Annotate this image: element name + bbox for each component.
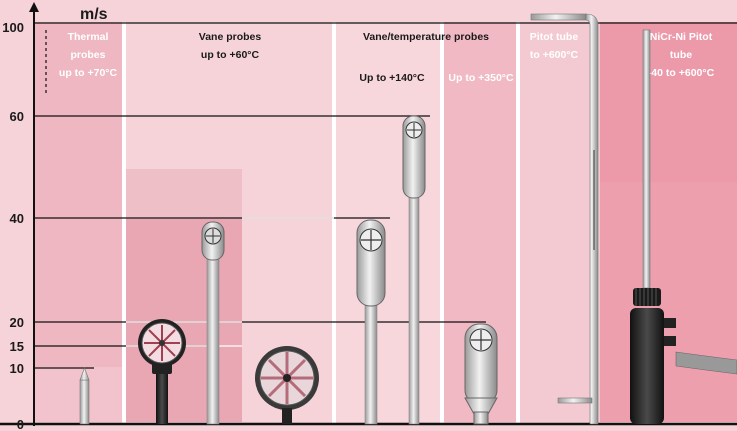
header-pitot-2: to +600°C bbox=[530, 49, 579, 61]
vane-temp-probe-tall-illustration bbox=[402, 115, 426, 425]
tick-15: 15 bbox=[10, 339, 24, 354]
header-vane-1: Vane probes bbox=[199, 31, 262, 43]
vane-temp-probe-140-illustration bbox=[356, 219, 386, 425]
vane-probe-telescopic-illustration bbox=[201, 221, 225, 425]
header-vane-temp-350: Up to +350°C bbox=[448, 72, 514, 84]
tick-10: 10 bbox=[10, 361, 24, 376]
header-vane-temp: Vane/temperature probes bbox=[363, 31, 489, 43]
tick-labels: 0 10 15 20 40 60 100 bbox=[2, 20, 24, 431]
tick-0: 0 bbox=[17, 417, 24, 431]
header-nicr-3: -40 to +600°C bbox=[648, 67, 715, 79]
header-nicr-2: tube bbox=[670, 49, 692, 61]
header-vane-temp-140: Up to +140°C bbox=[359, 72, 425, 84]
column-separators bbox=[122, 22, 520, 424]
thermal-probe-illustration bbox=[79, 367, 90, 425]
vane-temp-probe-350-illustration bbox=[464, 323, 498, 425]
band-vane-temp-140 bbox=[336, 22, 440, 422]
tick-40: 40 bbox=[10, 211, 24, 226]
header-nicr-1: NiCr-Ni Pitot bbox=[650, 31, 713, 43]
y-axis-arrow bbox=[29, 2, 39, 12]
tick-20: 20 bbox=[10, 315, 24, 330]
band-thermal-upper bbox=[34, 22, 122, 367]
nicr-ni-pitot-illustration bbox=[630, 29, 737, 424]
pitot-tube-illustration bbox=[530, 13, 599, 425]
column-headers: Thermal probes up to +70°C Vane probes u… bbox=[59, 31, 715, 84]
header-thermal-1: Thermal bbox=[68, 31, 109, 43]
band-vane-mid bbox=[126, 169, 242, 219]
header-thermal-3: up to +70°C bbox=[59, 67, 118, 79]
header-thermal-2: probes bbox=[70, 49, 105, 61]
header-vane-2: up to +60°C bbox=[201, 49, 260, 61]
tick-100: 100 bbox=[2, 20, 24, 35]
header-pitot-1: Pitot tube bbox=[530, 31, 579, 43]
axis-unit: m/s bbox=[80, 6, 108, 23]
tick-60: 60 bbox=[10, 109, 24, 124]
vane-probe-large-illustration bbox=[138, 319, 186, 424]
vane-probe-wheel-illustration bbox=[255, 346, 319, 424]
band-nicr-upper bbox=[600, 22, 737, 182]
band-pitot bbox=[520, 22, 600, 422]
